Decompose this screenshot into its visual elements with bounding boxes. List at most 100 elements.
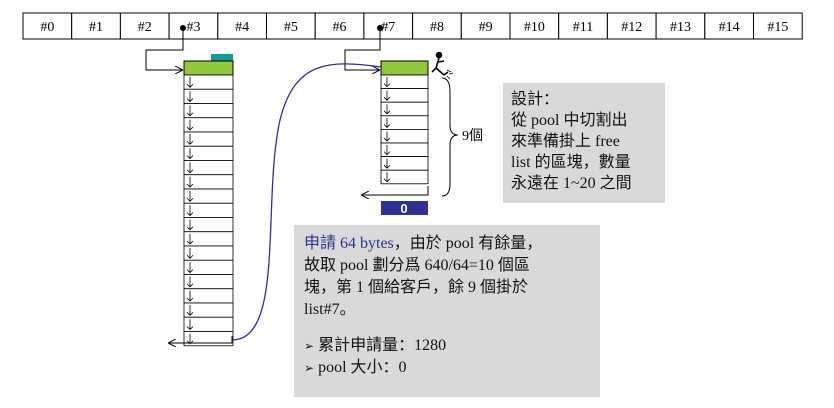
chunk-row xyxy=(380,88,429,103)
next-pointer-arrow xyxy=(186,134,194,145)
chunk-row xyxy=(183,188,234,204)
next-pointer-arrow xyxy=(186,162,194,174)
chunk-count-label: 9個 xyxy=(462,128,483,144)
free-list-cell-label: #10 xyxy=(524,20,545,35)
next-pointer-arrow xyxy=(186,276,194,288)
free-list-cell-label: #8 xyxy=(430,20,444,35)
chunk-row xyxy=(183,274,234,290)
free-list-cell xyxy=(412,12,462,40)
zero-block-label: 0 xyxy=(400,201,407,216)
request-note-line: 塊，第 1 個給客戶，餘 9 個掛於 xyxy=(304,279,529,296)
free-list-cell-label: #14 xyxy=(719,20,740,35)
stat-total-requested: 累計申請量：1280 xyxy=(304,335,590,357)
chunk-row xyxy=(183,302,234,318)
chunk-row xyxy=(183,331,234,347)
chunk-row xyxy=(183,103,234,119)
chunk-row xyxy=(183,316,234,332)
chunk-row xyxy=(380,74,429,90)
free-list-cell xyxy=(753,12,803,40)
chunk-row xyxy=(380,128,429,144)
free-list-cell-label: #6 xyxy=(333,20,347,35)
free-list-cell xyxy=(71,12,121,40)
free-list-cell-label: #4 xyxy=(235,20,249,35)
chunk-row xyxy=(380,169,429,185)
chunk-row xyxy=(183,245,234,261)
free-list-cell-label: #1 xyxy=(89,20,103,35)
chunk-row xyxy=(183,288,234,304)
request-note-text: ，由於 pool 有餘量， xyxy=(393,235,543,252)
next-pointer-arrow xyxy=(186,176,194,188)
free-list-cell xyxy=(509,12,560,40)
next-pointer-arrow xyxy=(186,119,194,131)
next-pointer-arrow xyxy=(383,117,391,128)
design-note-line: 從 pool 中切割出 xyxy=(511,112,628,129)
zero-block xyxy=(381,201,428,215)
chunk-row xyxy=(183,160,234,176)
next-pointer-arrow xyxy=(186,148,194,160)
chunk-row xyxy=(183,174,234,190)
next-pointer-arrow xyxy=(186,262,194,274)
next-pointer-arrow xyxy=(186,91,194,103)
free-list-cell xyxy=(558,12,608,40)
request-note-line: 故取 pool 劃分爲 640/64=10 個區 xyxy=(304,257,530,274)
next-pointer-arrow xyxy=(186,319,194,331)
chunk-row xyxy=(183,131,234,147)
chunk-row xyxy=(183,117,234,133)
chunk-stack-list7: 0 9個 xyxy=(344,25,483,216)
free-list-cell-label: #11 xyxy=(573,20,593,35)
next-pointer-arrow xyxy=(383,131,391,142)
chunk-row xyxy=(183,88,234,104)
request-note-line: 申請 64 bytes，由於 pool 有餘量， xyxy=(304,233,590,255)
chunk-row xyxy=(183,231,234,247)
design-note: 設計： 從 pool 中切割出 來準備掛上 free list 的區塊，數量 永… xyxy=(503,83,665,203)
next-pointer-arrow xyxy=(186,248,194,259)
chunk-stack-list3 xyxy=(145,25,234,347)
free-list-cell xyxy=(314,12,365,40)
next-pointer-arrow xyxy=(186,77,194,88)
pointer-arrow xyxy=(145,28,184,70)
free-list-cell-label: #13 xyxy=(670,20,691,35)
chunk-row xyxy=(380,142,429,158)
free-list-cell-label: #0 xyxy=(40,20,54,35)
chunk-row xyxy=(380,115,429,130)
free-list-cell xyxy=(606,12,657,40)
free-list-cell-label: #15 xyxy=(767,20,788,35)
next-pointer-arrow xyxy=(186,191,194,202)
chunk-rows xyxy=(380,74,429,185)
free-list-cell-label: #5 xyxy=(284,20,298,35)
next-pointer-arrow xyxy=(186,333,194,345)
free-list-cell-label: #3 xyxy=(186,20,200,35)
stat-pool-size: pool 大小：0 xyxy=(304,357,590,379)
next-pointer-arrow xyxy=(383,77,391,88)
free-list-cell xyxy=(363,12,414,40)
free-list-cell xyxy=(119,12,170,40)
chunk-row xyxy=(183,74,234,90)
chunk-row xyxy=(380,156,429,171)
free-list-cell xyxy=(22,12,73,40)
next-pointer-arrow xyxy=(186,105,194,117)
next-pointer-arrow xyxy=(186,290,194,302)
chunk-row xyxy=(380,101,429,117)
free-list-cell xyxy=(655,12,706,40)
design-note-title: 設計： xyxy=(511,91,560,108)
next-pointer-arrow xyxy=(383,104,391,115)
free-list-array: #0 #1 #2 #3 #4 #5 #6 #7 #8 #9 #10 #11 #12 #13 #14 #15 xyxy=(22,12,803,40)
chunk-row xyxy=(183,259,234,275)
chunk-row xyxy=(183,202,234,218)
free-list-cell-label: #12 xyxy=(621,20,642,35)
teal-block xyxy=(211,54,233,63)
next-pointer-arrow xyxy=(383,172,391,183)
free-list-cell-label: #2 xyxy=(138,20,152,35)
design-note-line: 永遠在 1~20 之間 xyxy=(511,175,632,192)
design-note-line: list 的區塊，數量 xyxy=(511,154,631,171)
free-list-cell-label: #9 xyxy=(479,20,493,35)
chunk-row xyxy=(183,145,234,161)
return-arrow xyxy=(362,186,429,195)
pointer-arrow xyxy=(344,28,381,70)
next-pointer-arrow xyxy=(383,90,391,101)
stick-figure-icon xyxy=(431,51,454,80)
free-list-cell-label: #7 xyxy=(381,20,395,35)
free-list-cell xyxy=(217,12,268,40)
return-arrow xyxy=(169,336,233,343)
